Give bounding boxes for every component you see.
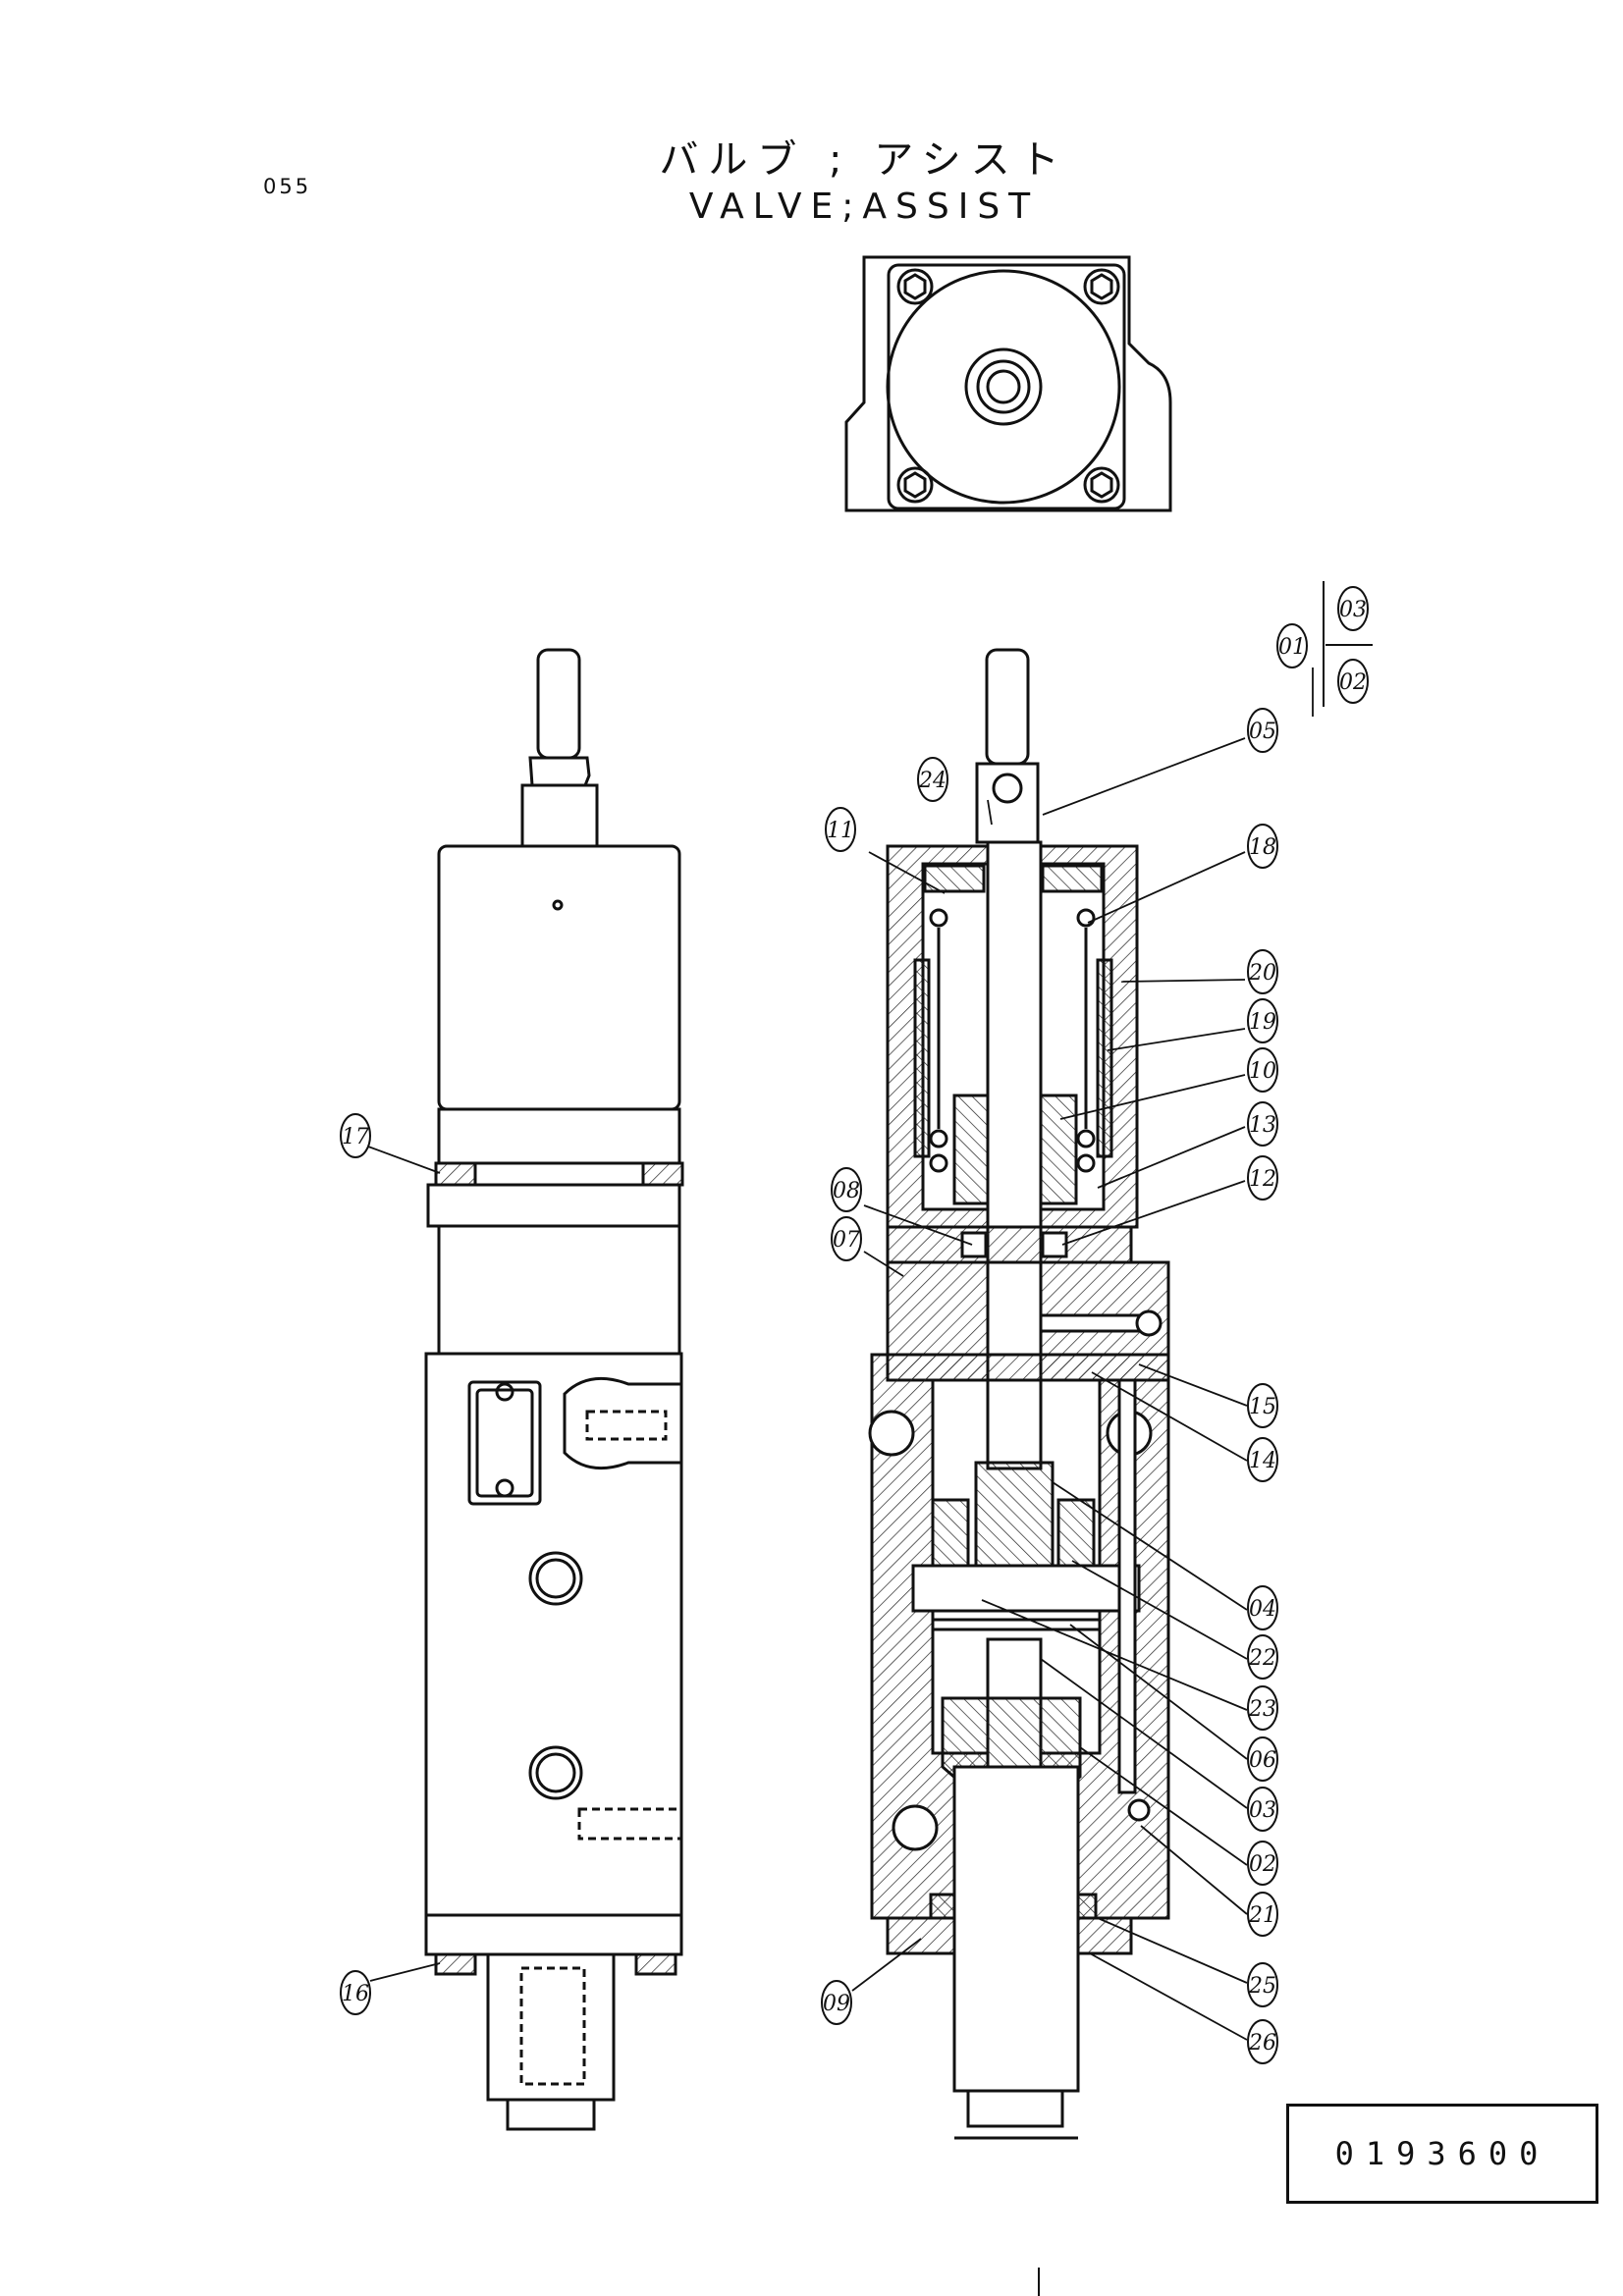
top-end-view xyxy=(844,255,1172,512)
svg-text:05: 05 xyxy=(1249,720,1276,744)
svg-text:21: 21 xyxy=(1248,1903,1276,1928)
callout-13: 13 xyxy=(1247,1101,1278,1147)
svg-text:07: 07 xyxy=(833,1228,860,1253)
callout-24: 24 xyxy=(917,757,948,802)
callout-02: 02 xyxy=(1337,659,1369,704)
callout-02-lower: 02 xyxy=(1247,1841,1278,1886)
callout-26: 26 xyxy=(1247,2019,1278,2064)
svg-text:14: 14 xyxy=(1249,1449,1276,1473)
leader-lines xyxy=(367,667,1314,2041)
svg-text:02: 02 xyxy=(1339,670,1367,695)
corner-bolt xyxy=(1083,466,1120,504)
svg-text:13: 13 xyxy=(1249,1113,1276,1138)
callout-12: 12 xyxy=(1247,1155,1278,1201)
callout-10: 10 xyxy=(1247,1047,1278,1093)
svg-text:26: 26 xyxy=(1248,2031,1276,2056)
svg-text:01: 01 xyxy=(1278,635,1306,660)
callout-07: 07 xyxy=(831,1216,862,1261)
svg-text:16: 16 xyxy=(342,1982,369,2006)
title-japanese: バルブ ; アシスト xyxy=(659,137,1069,183)
svg-text:09: 09 xyxy=(823,1992,850,2016)
page-number: 055 xyxy=(263,175,312,198)
sectional-view xyxy=(868,648,1170,2140)
svg-text:03: 03 xyxy=(1249,1798,1276,1823)
corner-bolt xyxy=(896,466,934,504)
callout-08: 08 xyxy=(831,1167,862,1212)
callout-11: 11 xyxy=(825,807,856,852)
corner-bolt xyxy=(896,268,934,305)
svg-text:17: 17 xyxy=(342,1125,369,1149)
svg-text:20: 20 xyxy=(1248,961,1276,986)
callout-20: 20 xyxy=(1247,949,1278,994)
callout-09: 09 xyxy=(821,1980,852,2025)
callout-17: 17 xyxy=(340,1113,371,1158)
svg-text:02: 02 xyxy=(1249,1852,1276,1877)
callout-04: 04 xyxy=(1247,1585,1278,1630)
callout-21: 21 xyxy=(1247,1892,1278,1937)
callout-03: 03 xyxy=(1337,586,1369,631)
title-english: VALVE;ASSIST xyxy=(688,187,1040,227)
callout-03-lower: 03 xyxy=(1247,1787,1278,1832)
callout-23: 23 xyxy=(1247,1685,1278,1731)
svg-text:22: 22 xyxy=(1248,1646,1276,1671)
callout-05: 05 xyxy=(1247,708,1278,753)
svg-text:25: 25 xyxy=(1248,1974,1276,1999)
svg-text:06: 06 xyxy=(1249,1748,1276,1773)
external-side-view xyxy=(424,648,684,2131)
callout-01: 01 xyxy=(1276,623,1308,668)
svg-text:04: 04 xyxy=(1249,1597,1276,1622)
callout-19: 19 xyxy=(1247,998,1278,1043)
drawing-code-box: 0193600 xyxy=(1286,2104,1598,2204)
svg-text:24: 24 xyxy=(918,769,947,793)
svg-text:19: 19 xyxy=(1249,1010,1276,1035)
svg-text:03: 03 xyxy=(1339,598,1367,622)
callout-06: 06 xyxy=(1247,1736,1278,1782)
svg-text:08: 08 xyxy=(833,1179,860,1203)
svg-text:10: 10 xyxy=(1249,1059,1276,1084)
callout-14: 14 xyxy=(1247,1437,1278,1482)
svg-text:23: 23 xyxy=(1248,1697,1276,1722)
svg-text:12: 12 xyxy=(1249,1167,1276,1192)
callout-15: 15 xyxy=(1247,1383,1278,1428)
callout-16: 16 xyxy=(340,1970,371,2015)
callout-25: 25 xyxy=(1247,1962,1278,2007)
corner-bolt xyxy=(1083,268,1120,305)
svg-text:11: 11 xyxy=(827,819,854,843)
svg-text:18: 18 xyxy=(1249,835,1276,860)
svg-text:15: 15 xyxy=(1249,1395,1276,1419)
callout-22: 22 xyxy=(1247,1634,1278,1680)
callout-18: 18 xyxy=(1247,824,1278,869)
